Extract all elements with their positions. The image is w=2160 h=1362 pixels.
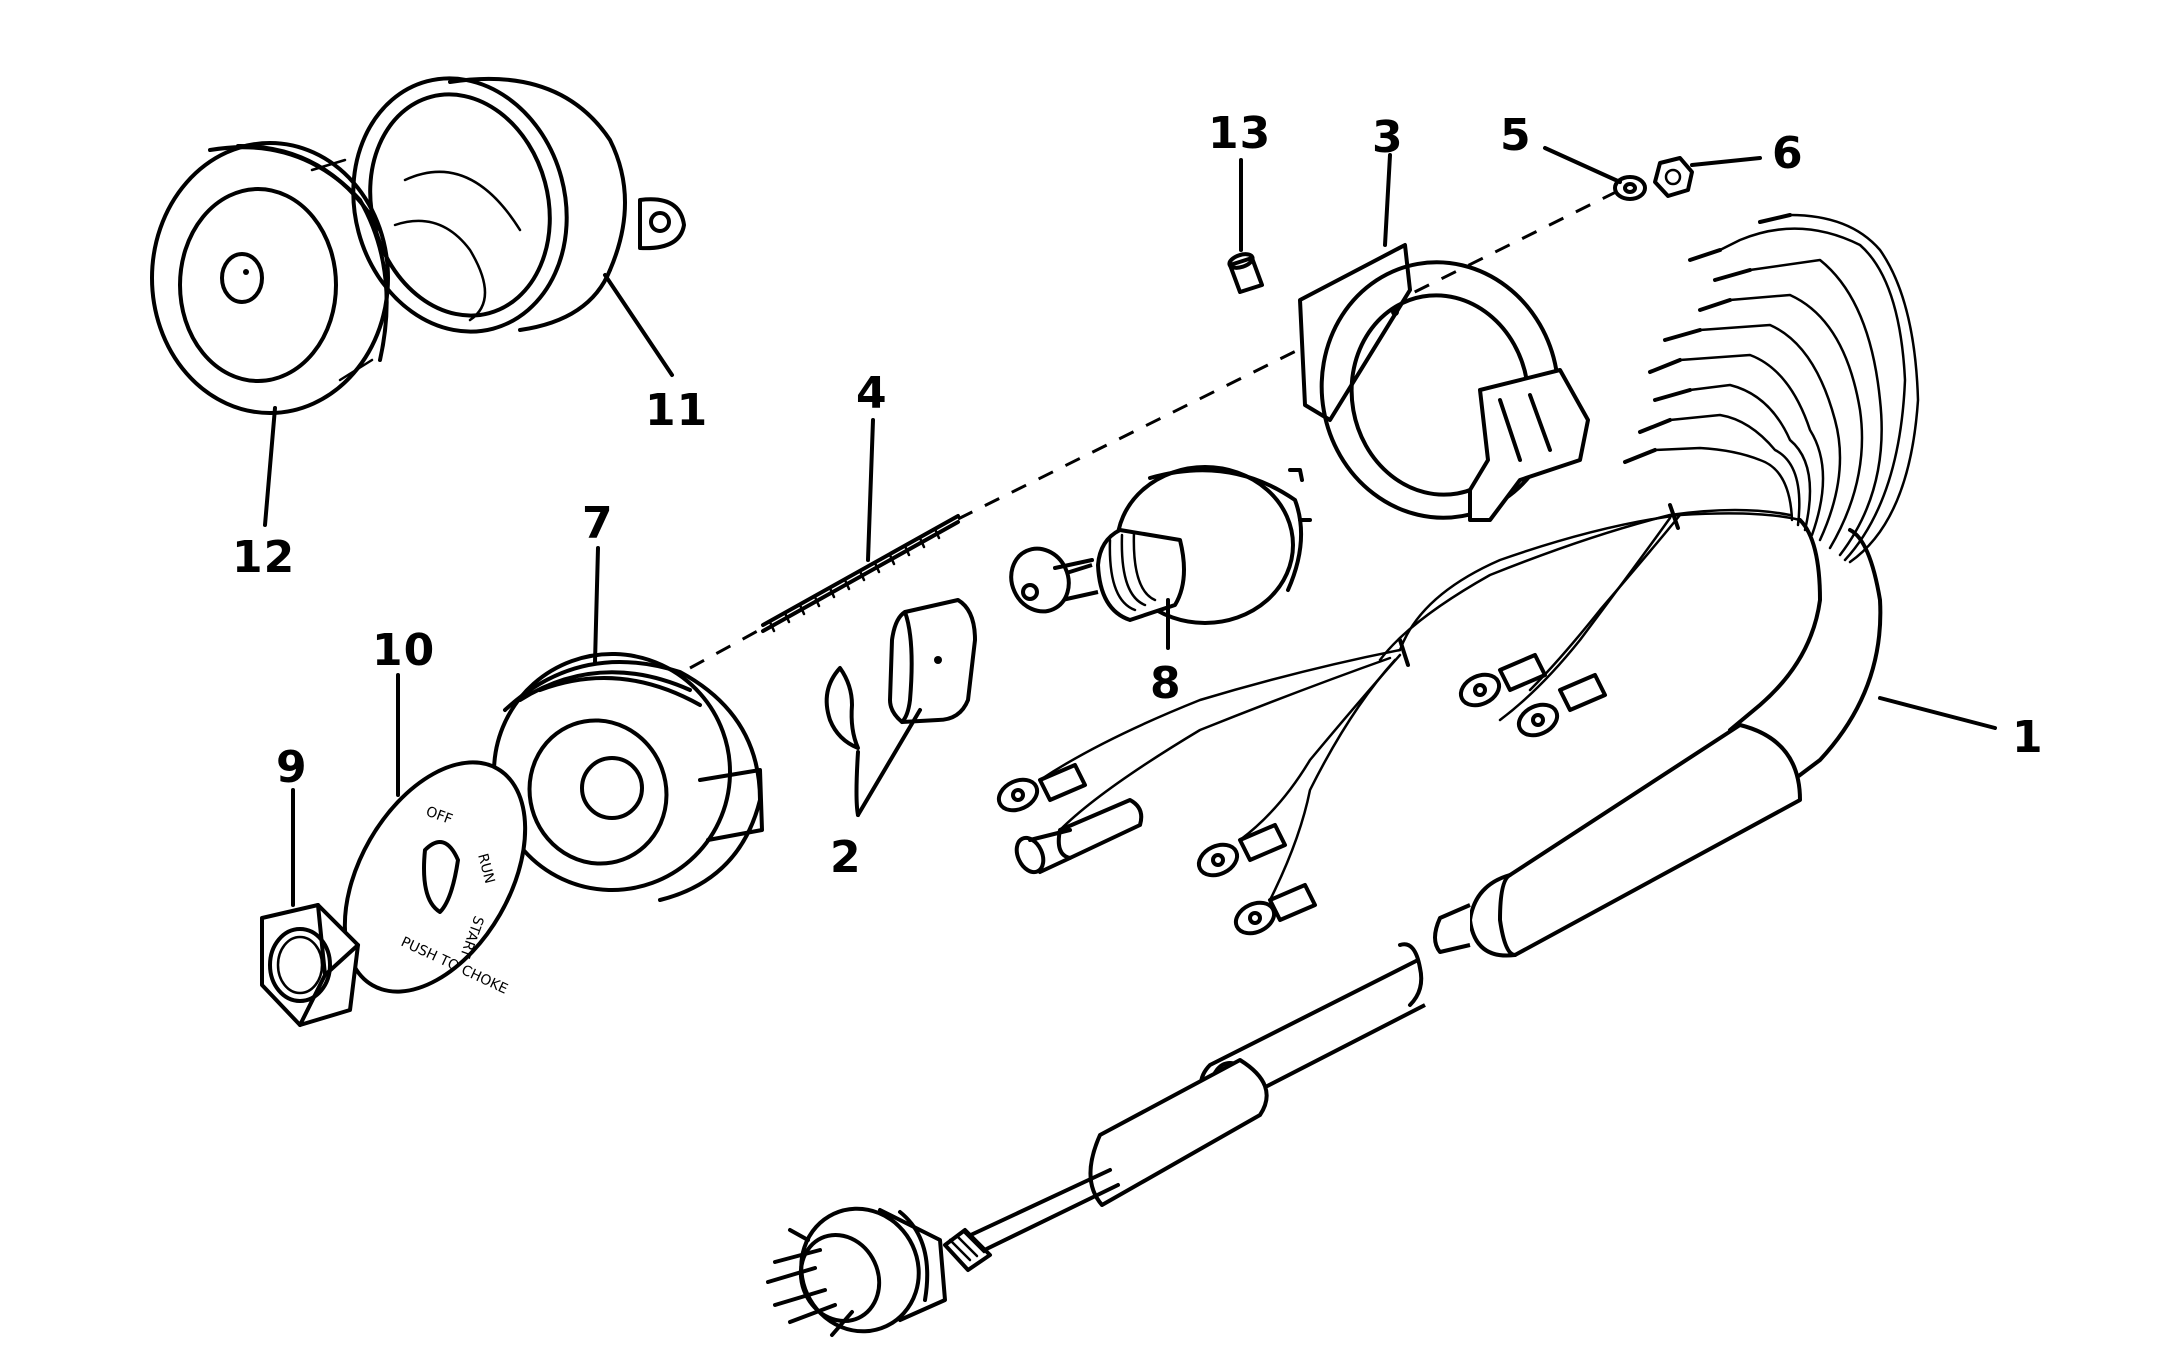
part-1-harness [766,213,1920,1337]
leader-6 [1690,156,1762,167]
leader-4 [866,418,875,562]
part-labels: 1 2 3 4 5 6 7 8 9 10 11 12 13 [232,108,2044,883]
leader-2a [854,750,860,817]
leader-lines [263,146,1997,907]
leader-3 [1383,153,1392,247]
leader-12 [263,406,277,527]
part-10-plate: OFF RUN START PUSH TO CHOKE [342,760,528,998]
part-13-bushing [1227,252,1264,294]
part-9-nut [260,903,360,1027]
leader-5 [1543,146,1622,184]
part-12-cover [150,141,390,415]
label-11: 11 [645,385,708,436]
label-12: 12 [232,532,295,583]
leader-11 [603,273,674,377]
ring-terminal [1458,653,1547,708]
part-5-washer [1613,175,1647,201]
alignment-line [689,626,764,670]
label-3: 3 [1372,112,1404,163]
label-4: 4 [856,368,888,419]
part-3-bracket [1298,243,1590,522]
part-6-nut [1653,156,1694,198]
label-2: 2 [830,832,862,883]
part-2-clip [824,598,977,750]
label-9: 9 [276,742,308,793]
label-7: 7 [582,498,614,549]
part-11-housing [351,76,686,334]
leader-1 [1878,696,1997,730]
label-13: 13 [1208,108,1271,159]
ring-terminal [1233,883,1317,936]
plate-text-run: RUN [474,852,497,886]
alignment-line-upper [957,183,1631,521]
label-6: 6 [1772,128,1804,179]
ring-terminal [1196,823,1287,878]
label-1: 1 [2012,712,2044,763]
ring-terminal [996,763,1087,813]
bullet-connector [1056,798,1144,860]
ring-terminal [1516,673,1607,738]
label-8: 8 [1150,658,1182,709]
part-8-switch [1009,465,1312,625]
leader-2b [856,708,922,817]
label-5: 5 [1500,110,1532,161]
leader-7 [593,546,600,664]
label-10: 10 [372,625,435,676]
part-4-spring [761,514,960,633]
